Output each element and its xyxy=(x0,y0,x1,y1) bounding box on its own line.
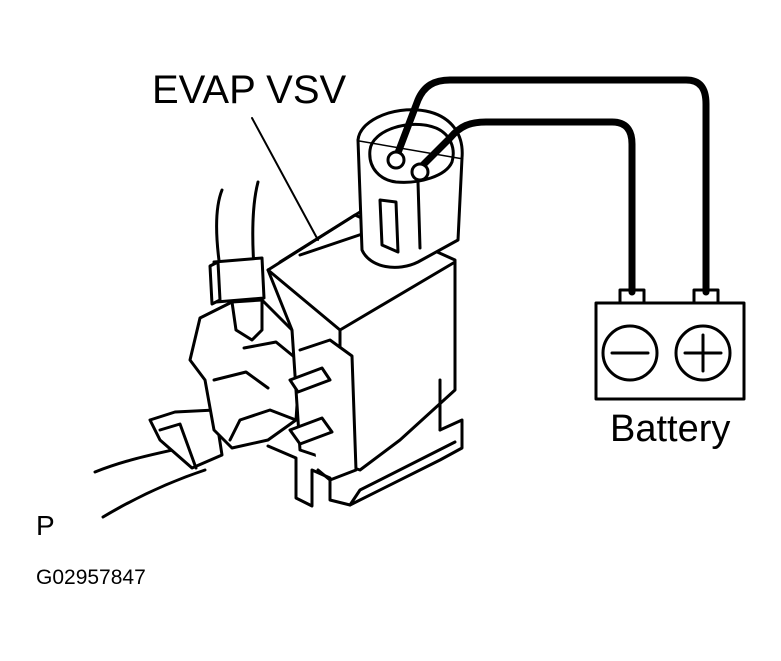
wire-negative xyxy=(414,118,636,296)
lower-hose xyxy=(93,408,224,519)
connector-tower xyxy=(356,108,464,269)
component-label: EVAP VSV xyxy=(152,68,347,112)
minus-icon xyxy=(601,324,659,382)
upper-hose xyxy=(208,180,266,306)
plus-icon xyxy=(674,324,732,382)
connector-terminal-right xyxy=(410,162,430,182)
wire-positive xyxy=(392,76,710,296)
figure-code: G02957847 xyxy=(36,566,146,589)
valve-manifold xyxy=(188,298,302,450)
battery-label: Battery xyxy=(610,408,731,450)
port-label: P xyxy=(36,510,55,541)
mounting-bracket xyxy=(266,338,464,508)
label-leader-line xyxy=(251,117,319,241)
connector-terminal-left xyxy=(386,150,406,170)
